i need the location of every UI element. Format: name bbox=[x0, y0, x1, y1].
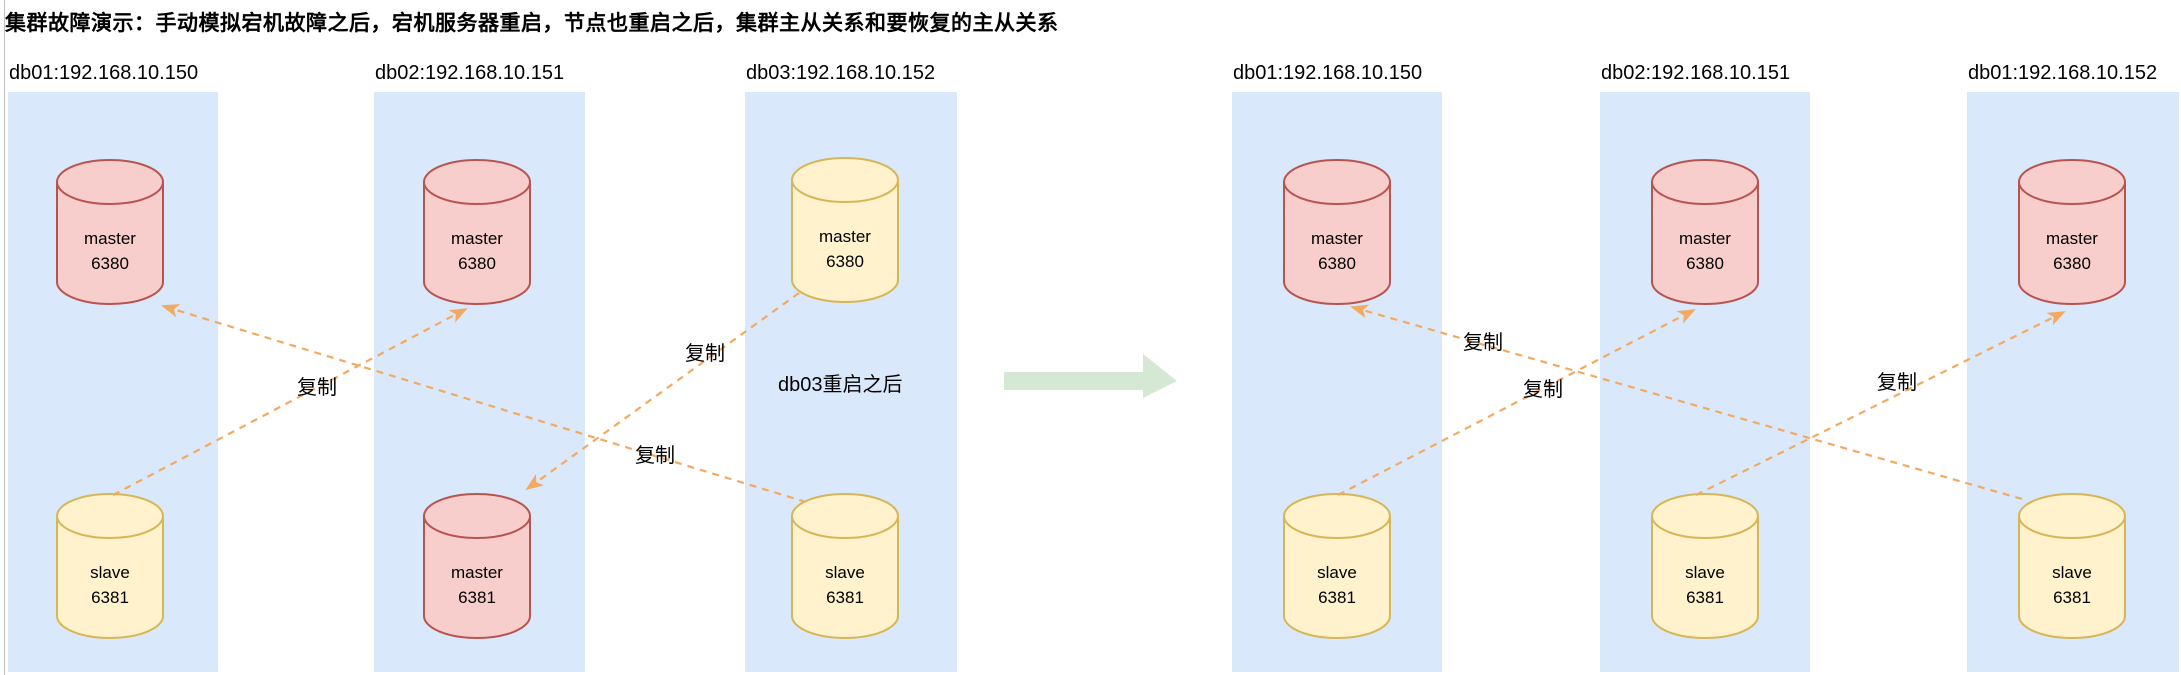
replication-edge-left-slave6381db03-to-master6380db01 bbox=[161, 303, 807, 504]
replication-edge-label: 复制 bbox=[1523, 379, 1563, 401]
db-node-cylinder-left-db02-6380 bbox=[423, 159, 531, 305]
replication-edge-label: 复制 bbox=[1463, 332, 1503, 354]
replication-edge-label: 复制 bbox=[1877, 372, 1917, 394]
db-node-cylinder-right-db01-6381 bbox=[1283, 493, 1391, 639]
db-node-cylinder-right-db01-6380 bbox=[1283, 159, 1391, 305]
host-header-right-db02: db02:192.168.10.151 bbox=[1601, 62, 1791, 84]
host-header-left-db02: db02:192.168.10.151 bbox=[375, 62, 565, 84]
replication-edge-label: 复制 bbox=[297, 377, 337, 399]
db-node-cylinder-left-db02-6381 bbox=[423, 493, 531, 639]
restart-note: db03重启之后 bbox=[778, 374, 903, 396]
replication-edge-left-slave6381db01-to-master6380db02 bbox=[112, 308, 468, 496]
db-node-cylinder-right-db02-6381 bbox=[1651, 493, 1759, 639]
replication-edge-right-slave6381db01-to-master6380db02 bbox=[1337, 309, 1696, 496]
db-node-cylinder-left-db01-6380 bbox=[56, 159, 164, 305]
db-node-cylinder-left-db01-6381 bbox=[56, 493, 164, 639]
replication-edge-label: 复制 bbox=[685, 343, 725, 365]
replication-edge-left-master6380db03-to-master6381db02 bbox=[525, 292, 800, 491]
host-header-left-db03: db03:192.168.10.152 bbox=[746, 62, 936, 84]
host-header-right-db01: db01:192.168.10.150 bbox=[1233, 62, 1423, 84]
transition-arrow-icon bbox=[1004, 354, 1177, 398]
host-header-left-db01: db01:192.168.10.150 bbox=[9, 62, 199, 84]
db-node-cylinder-right-db03-6381 bbox=[2018, 493, 2126, 639]
page-title: 集群故障演示：手动模拟宕机故障之后，宕机服务器重启，节点也重启之后，集群主从关系… bbox=[5, 12, 1059, 35]
replication-edge-right-slave6381db02-to-master6380db03 bbox=[1695, 311, 2066, 496]
replication-edge-label: 复制 bbox=[635, 445, 675, 467]
db-node-cylinder-right-db03-6380 bbox=[2018, 159, 2126, 305]
db-node-cylinder-left-db03-6380 bbox=[791, 157, 899, 303]
host-header-right-db03: db01:192.168.10.152 bbox=[1968, 62, 2158, 84]
db-node-cylinder-left-db03-6381 bbox=[791, 493, 899, 639]
db-node-cylinder-right-db02-6380 bbox=[1651, 159, 1759, 305]
